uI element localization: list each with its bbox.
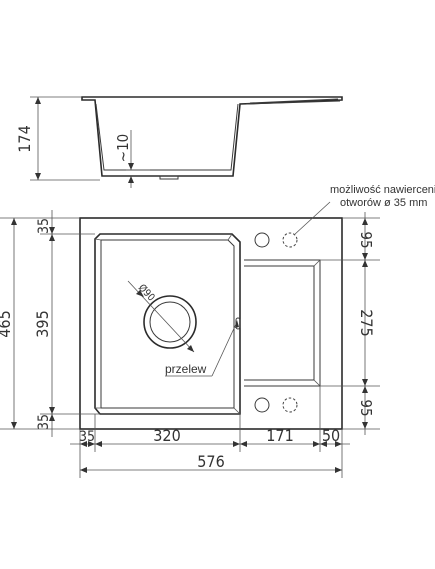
tap-note-line1: możliwość nawiercenia xyxy=(330,184,435,196)
dim-label-174: 174 xyxy=(15,125,34,152)
drainer-area xyxy=(244,259,321,387)
tap-note: możliwość nawiercenia otworów ø 35 mm xyxy=(293,184,435,236)
dim-label-395: 395 xyxy=(33,310,52,337)
tap-hole-top xyxy=(254,232,270,248)
dim-label-bottom-35-left: 35 xyxy=(79,429,95,445)
overflow-slot xyxy=(235,317,241,330)
bottom-dimensions: 35 320 171 50 576 xyxy=(70,386,350,478)
tap-note-line2: otworów ø 35 mm xyxy=(340,197,427,209)
right-dimensions: 95 275 95 xyxy=(320,212,380,435)
sink-profile-outline xyxy=(81,96,343,177)
dim-label-275: 275 xyxy=(357,309,376,336)
dim-label-bottom-35: 35 xyxy=(36,414,52,430)
sink-profile-inner xyxy=(95,103,239,171)
left-dimensions: 465 35 395 35 xyxy=(0,210,100,437)
bowl-outer xyxy=(94,233,241,415)
drain-outer xyxy=(143,295,197,349)
dim-label-171: 171 xyxy=(266,426,293,445)
optional-hole-bottom xyxy=(282,397,298,413)
sink-outline xyxy=(79,217,343,430)
dim-label-320: 320 xyxy=(153,426,180,445)
dim-label-10: ~10 xyxy=(114,134,132,162)
dim-label-50: 50 xyxy=(322,426,340,445)
drain-inner xyxy=(149,301,191,343)
side-section-view: 174 ~10 xyxy=(15,96,343,188)
bowl-inner xyxy=(100,239,235,409)
dim-label-right-95-top: 95 xyxy=(357,231,375,248)
dim-thickness-10: ~10 xyxy=(114,130,150,188)
optional-hole-top xyxy=(282,232,298,248)
dim-label-465: 465 xyxy=(0,310,14,337)
dim-label-top-35: 35 xyxy=(36,218,52,234)
overflow-label: przelew xyxy=(165,362,207,376)
dim-height-174: 174 xyxy=(15,96,100,181)
dim-label-right-95-bottom: 95 xyxy=(357,399,375,416)
drain-stub xyxy=(159,175,179,180)
tap-hole-bottom xyxy=(254,397,270,413)
overflow: przelew xyxy=(165,317,241,377)
top-view: Ø90 przelew możliwość nawiercenia otworó… xyxy=(79,184,435,430)
dim-label-576: 576 xyxy=(197,452,224,471)
